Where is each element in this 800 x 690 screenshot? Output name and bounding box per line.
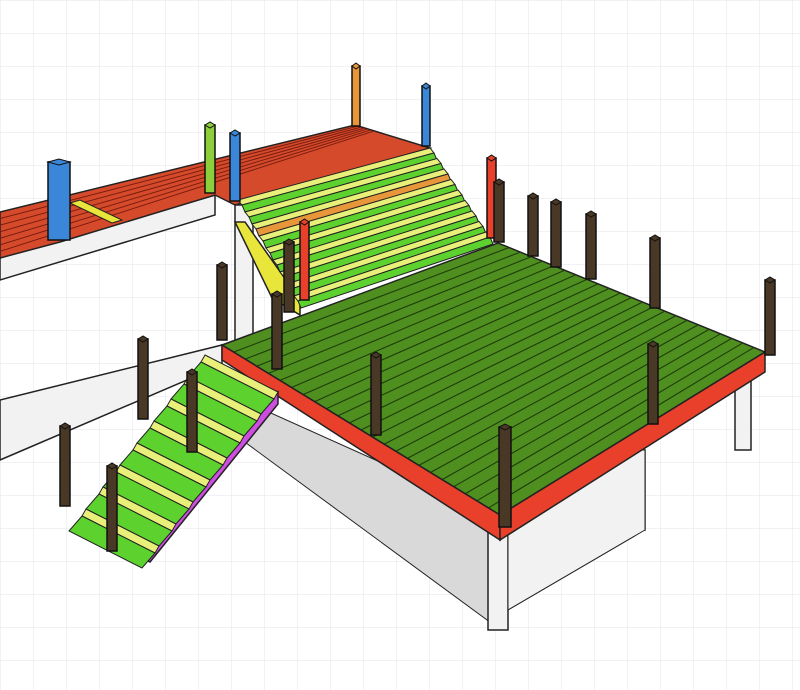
deck-board-gap <box>453 333 721 488</box>
railing-post-cap <box>351 62 361 70</box>
railing-post <box>647 343 659 425</box>
railing-post-cap <box>585 210 597 218</box>
railing-post-cap <box>764 276 776 284</box>
deck-board-gap <box>441 328 710 481</box>
railing-post <box>299 221 310 301</box>
railing-post-cap <box>46 158 72 166</box>
support-columns <box>234 204 752 631</box>
railing-post-cap <box>497 423 513 431</box>
upper-stair-tread <box>297 236 494 309</box>
deck-board-gap <box>383 306 655 445</box>
deck-board-gap <box>244 251 521 360</box>
railing-post <box>216 264 228 341</box>
deck-board-gap <box>314 278 588 403</box>
railing-post <box>59 425 71 507</box>
railing-post-cap <box>59 422 71 430</box>
deck-board-gap <box>488 346 755 509</box>
railing-post <box>271 293 283 370</box>
deck-board-gap <box>395 310 666 452</box>
deck-board-gap <box>360 297 632 431</box>
railing-posts <box>46 62 776 552</box>
railing-post <box>585 213 597 280</box>
walkway-marker-board <box>68 199 124 224</box>
railing-post <box>229 132 241 202</box>
railing-post-cap <box>493 178 505 186</box>
railing-post-cap <box>229 129 241 137</box>
railing-post-cap <box>486 154 497 162</box>
deck-board-gap <box>302 274 577 396</box>
railing-post <box>370 354 382 436</box>
railing-post <box>137 338 149 420</box>
railing-post-cap <box>649 234 661 242</box>
railing-post <box>764 279 776 356</box>
deck-board-gap <box>256 256 532 367</box>
railing-post <box>421 85 431 147</box>
upper-staircase <box>233 147 494 317</box>
railing-post <box>47 161 71 241</box>
railing-post <box>649 237 661 309</box>
deck-board-gap <box>291 269 565 389</box>
railing-post <box>550 201 562 268</box>
railing-post-cap <box>216 261 228 269</box>
railing-post <box>527 195 539 257</box>
railing-post-cap <box>299 218 310 226</box>
railing-post-cap <box>647 340 659 348</box>
railing-post-cap <box>204 121 216 129</box>
railing-post <box>186 371 198 453</box>
main-deck <box>220 242 767 542</box>
deck-board-gap <box>349 292 621 424</box>
deck-board-gap <box>337 287 610 417</box>
railing-post <box>351 65 361 127</box>
railing-post-cap <box>550 198 562 206</box>
railing-post <box>493 181 505 243</box>
deck-board-gap <box>476 342 744 502</box>
deck-board-gap <box>372 301 643 438</box>
railing-post <box>498 426 512 528</box>
railing-post-cap <box>370 351 382 359</box>
railing-post-cap <box>421 82 431 90</box>
railing-post-cap <box>527 192 539 200</box>
deck-board-gap <box>418 319 688 466</box>
deck-board-gap <box>407 315 677 459</box>
railing-post-cap <box>283 238 295 246</box>
railing-post <box>204 124 216 194</box>
rim-joist-front-right <box>499 350 766 542</box>
railing-post-cap <box>186 368 198 376</box>
railing-post-cap <box>106 462 118 470</box>
railing-post-cap <box>137 335 149 343</box>
railing-post-cap <box>271 290 283 298</box>
deck-board-gap <box>279 265 554 381</box>
deck-board-gap <box>268 260 543 374</box>
railing-post <box>106 465 118 552</box>
railing-post <box>283 241 295 313</box>
